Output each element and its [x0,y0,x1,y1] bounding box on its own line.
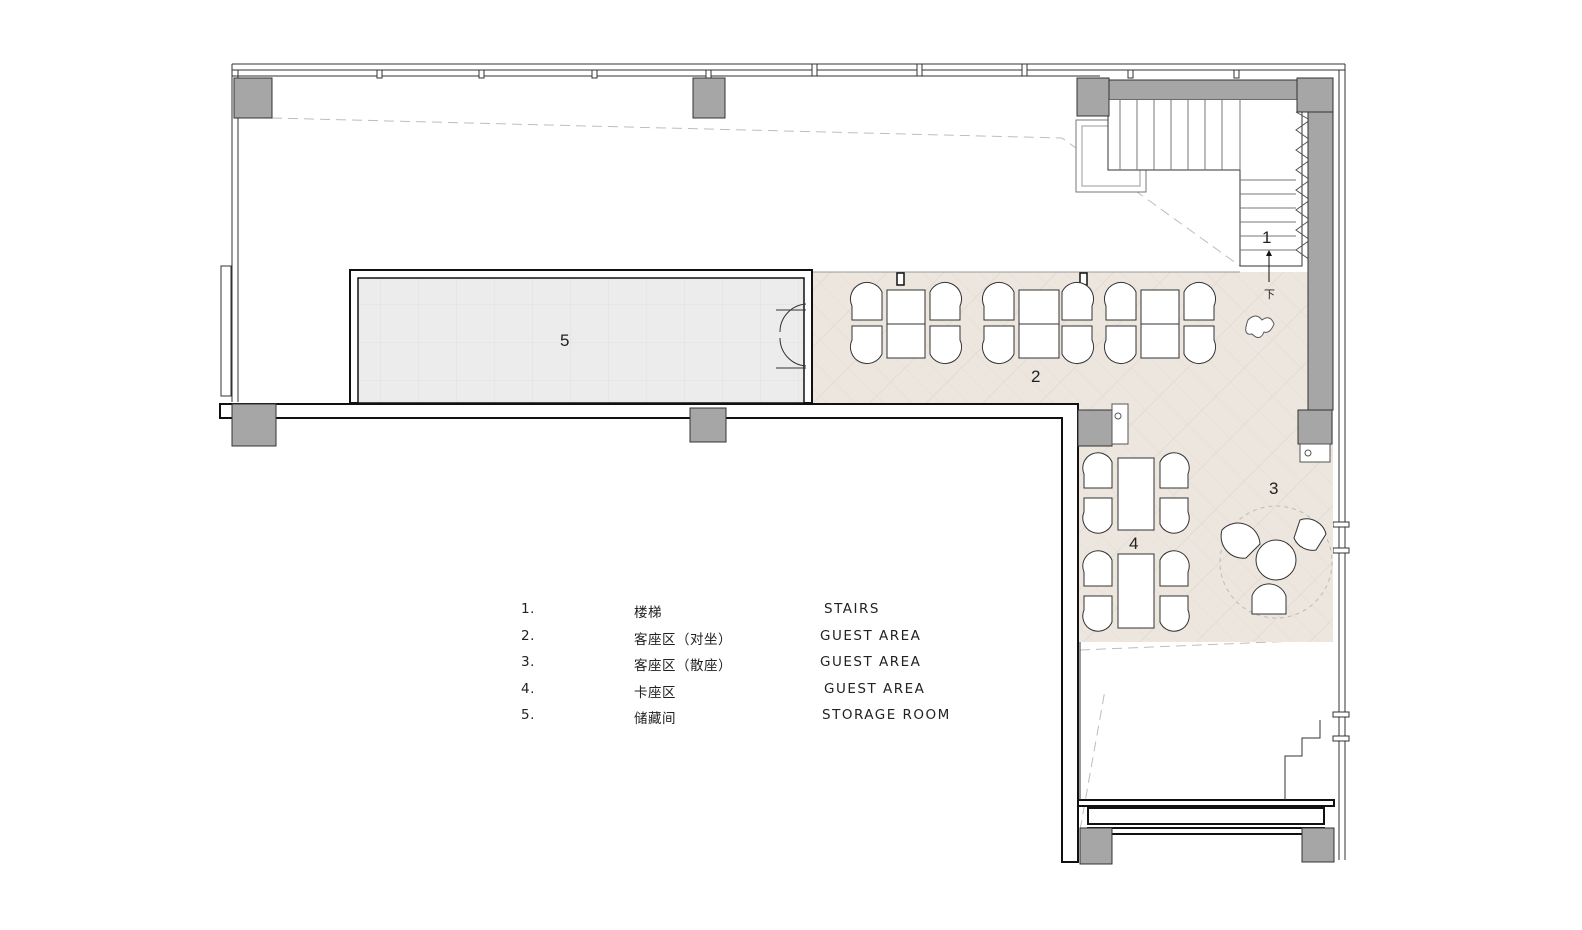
zone-2-furniture [849,281,1275,365]
storage-room [349,269,813,404]
zone-label-2: 2 [1031,367,1040,386]
staircase [1075,79,1311,282]
zone-label-4: 4 [1129,534,1138,553]
east-wall [1307,111,1334,411]
zone-labels: 1 2 3 4 5 下 [560,228,1278,553]
zone-label-3: 3 [1269,479,1278,498]
guest-floor [813,271,1333,642]
zone-3-furniture [1219,505,1333,619]
zone-4-furniture [1082,452,1190,632]
columns [231,77,1335,865]
zone-label-1: 1 [1262,228,1271,247]
lower-void [1079,642,1321,800]
window-mullions [376,63,1350,742]
zone-label-5: 5 [560,331,569,350]
stair-down-label: 下 [1264,288,1275,301]
counter [1111,403,1331,463]
